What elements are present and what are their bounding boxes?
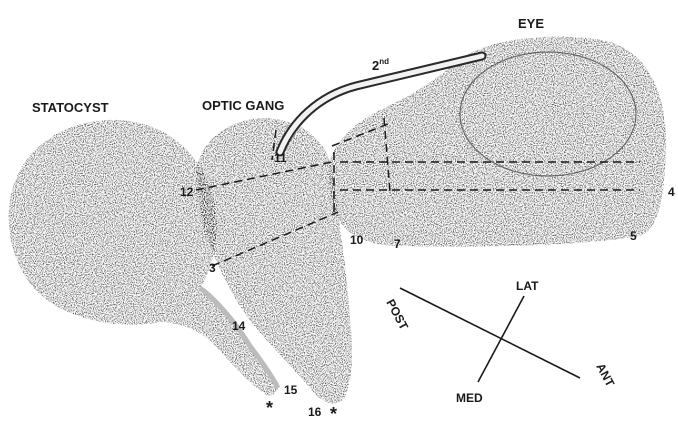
label-eye: EYE [518,16,544,31]
label-nerve-2nd-base: 2 [372,58,379,73]
label-med: MED [456,391,483,405]
label-post: POST [383,297,411,333]
asterisk-marker: * [330,404,337,421]
number-3: 3 [209,261,216,275]
label-nerve-2nd: 2nd [372,57,389,73]
number-16: 16 [308,405,322,419]
label-lat: LAT [516,279,539,293]
label-nerve-2nd-sup: nd [379,57,389,66]
axis-post-ant [400,288,580,378]
number-7: 7 [394,237,401,251]
axis-lat-med [478,296,524,382]
label-statocyst: STATOCYST [32,100,109,115]
asterisk-marker: * [266,398,273,418]
number-10: 10 [350,233,364,247]
number-5: 5 [630,229,637,243]
label-ant: ANT [593,361,617,390]
eye-shape [329,37,666,247]
orientation-axes [400,288,580,382]
number-4: 4 [668,185,675,199]
number-11: 11 [274,151,287,165]
label-optic-gang: OPTIC GANG [202,98,284,113]
number-15: 15 [284,383,298,397]
number-12: 12 [180,185,194,199]
number-14: 14 [232,319,246,333]
